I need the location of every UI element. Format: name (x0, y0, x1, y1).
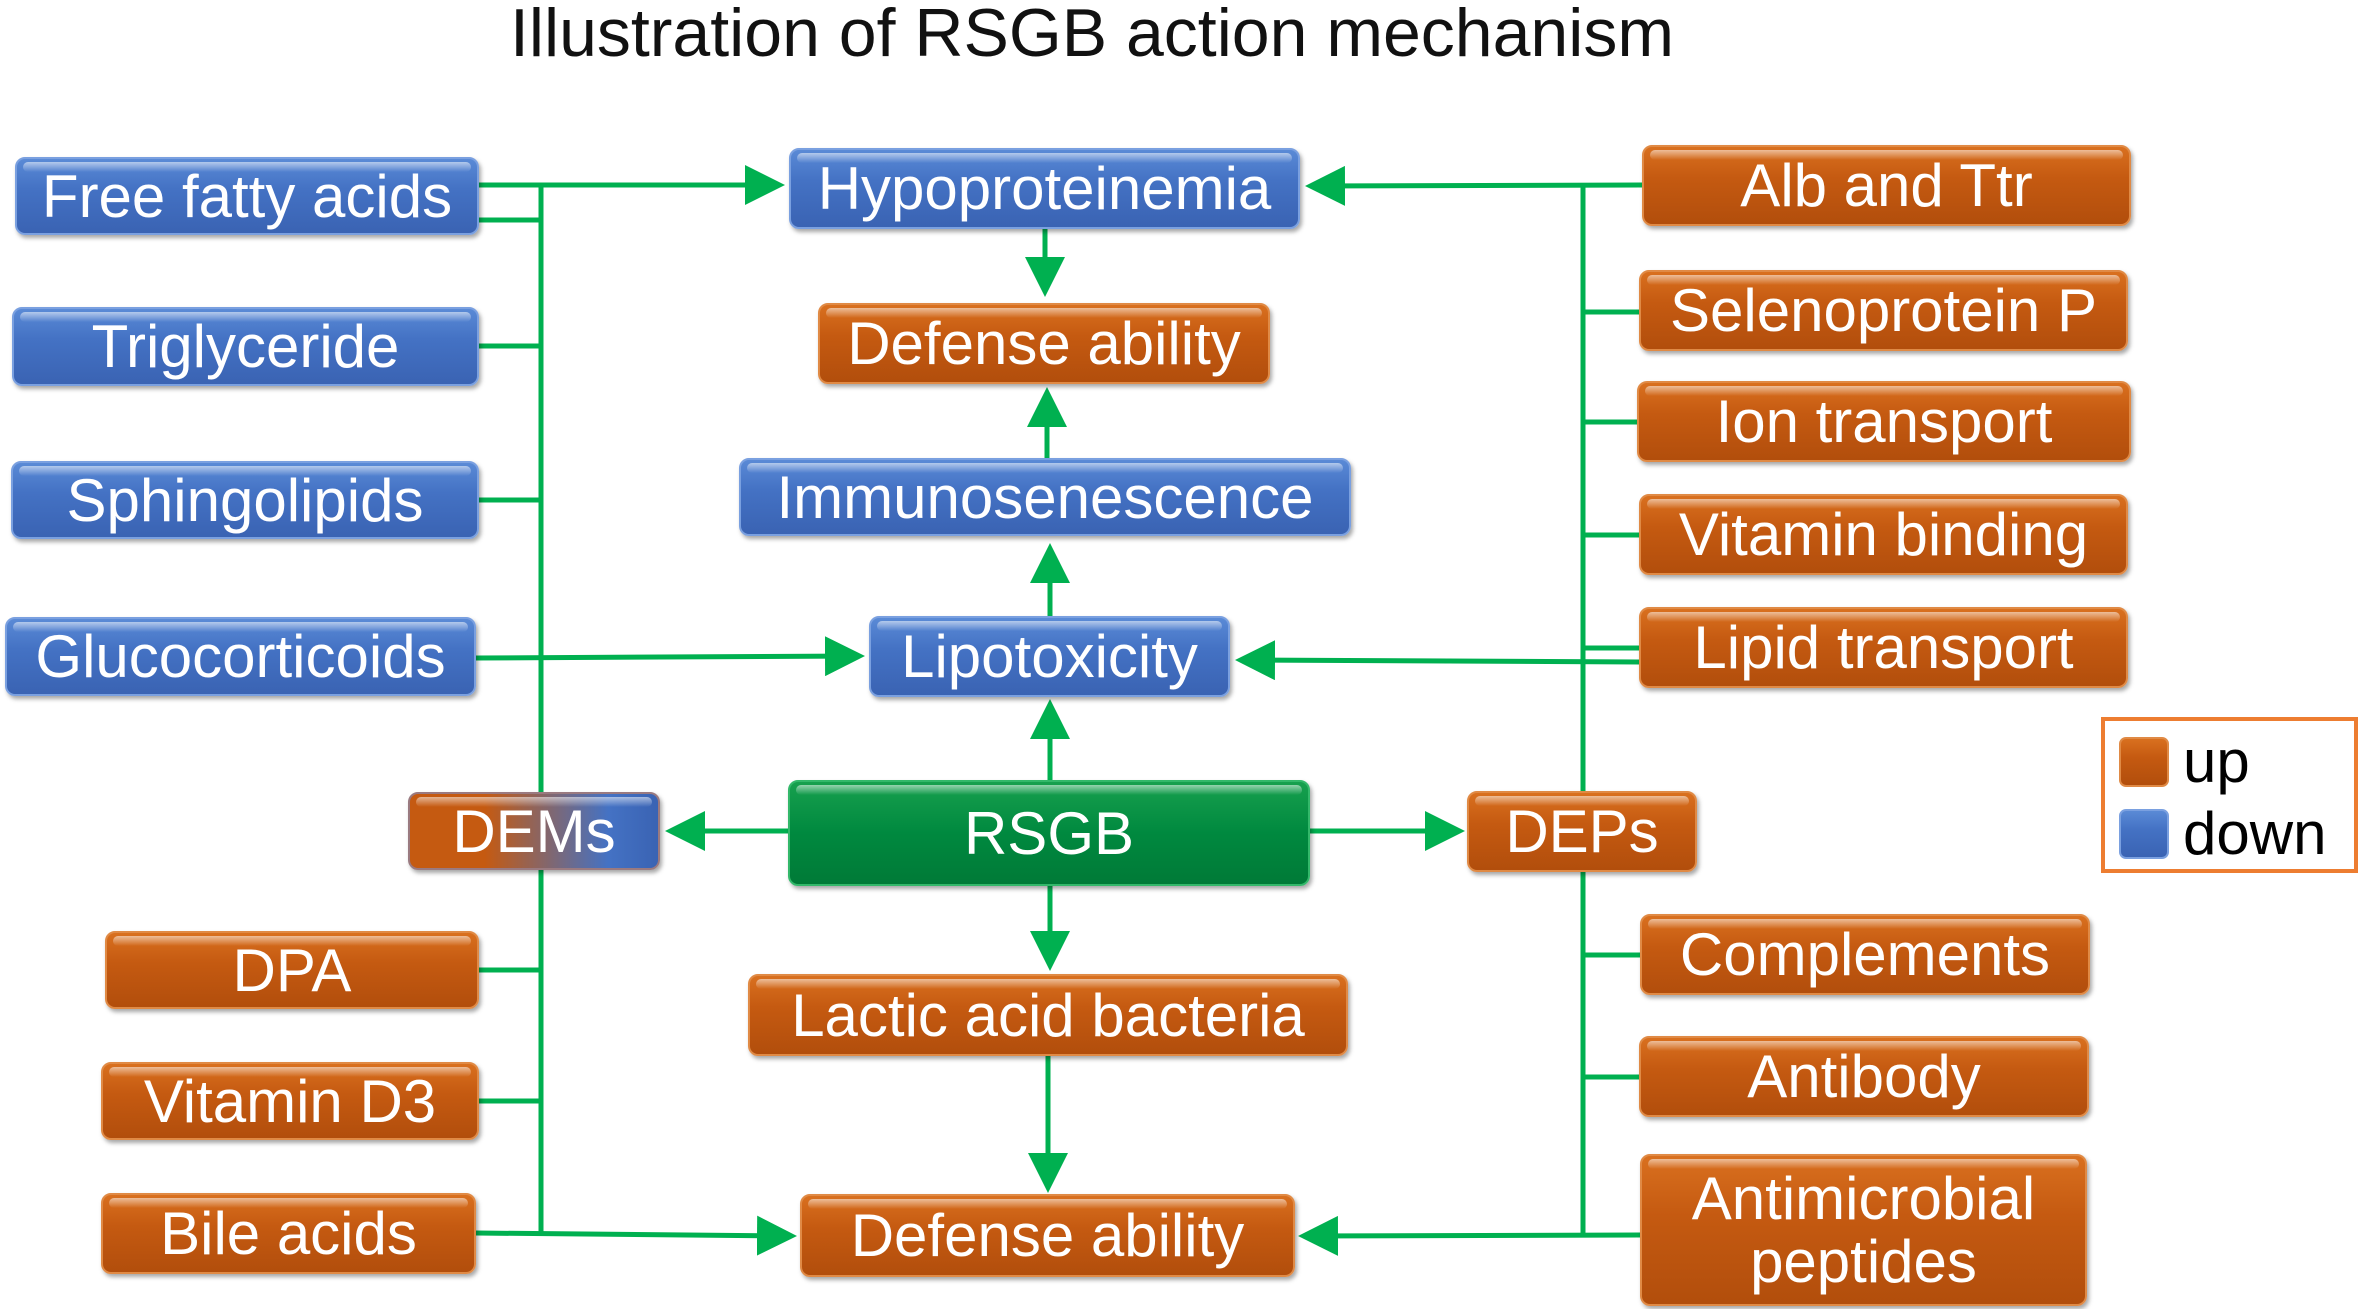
node-lactic-acid-bacteria: Lactic acid bacteria (748, 974, 1348, 1056)
node-rsgb: RSGB (788, 780, 1310, 886)
antimicrobial-line2: peptides (1750, 1228, 1977, 1295)
node-defense-ability-top: Defense ability (818, 303, 1270, 384)
alb-to-hypo-arrow (1305, 165, 1643, 206)
bile-to-defense-arrow (475, 1215, 797, 1256)
legend: up down (2101, 717, 2358, 873)
node-free-fatty-acids: Free fatty acids (15, 157, 479, 235)
node-selenoprotein-p: Selenoprotein P (1639, 270, 2128, 351)
node-dems: DEMs (408, 792, 660, 870)
node-glucocorticoids: Glucocorticoids (5, 617, 476, 696)
lipid-to-lipo-arrow (1235, 640, 1640, 681)
antimicrobial-line1: Antimicrobial (1691, 1165, 2036, 1232)
diagram-title: Illustration of RSGB action mechanism (509, 0, 1675, 71)
node-deps: DEPs (1467, 791, 1697, 872)
node-lipotoxicity: Lipotoxicity (869, 616, 1230, 697)
node-triglyceride: Triglyceride (12, 307, 479, 386)
legend-down-label: down (2183, 800, 2327, 867)
node-complements: Complements (1640, 914, 2090, 995)
node-bile-acids: Bile acids (101, 1193, 476, 1274)
node-antimicrobial-peptides: Antimicrobial peptides (1640, 1154, 2087, 1306)
node-alb-and-ttr: Alb and Ttr (1642, 145, 2131, 226)
amp-to-defense-arrow (1298, 1215, 1641, 1256)
gluco-to-lipo-arrow (475, 636, 865, 677)
legend-item-up: up (2119, 727, 2250, 796)
node-immunosenescence: Immunosenescence (739, 458, 1351, 536)
node-dpa: DPA (105, 931, 479, 1009)
node-antibody: Antibody (1639, 1036, 2089, 1117)
node-lipid-transport: Lipid transport (1639, 607, 2128, 688)
node-ion-transport: Ion transport (1637, 381, 2131, 462)
node-vitamin-binding: Vitamin binding (1639, 494, 2128, 575)
node-vitamin-d3: Vitamin D3 (101, 1062, 479, 1140)
down-swatch-icon (2119, 808, 2169, 859)
node-defense-ability-bottom: Defense ability (800, 1194, 1295, 1277)
legend-item-down: down (2119, 799, 2326, 868)
legend-up-label: up (2183, 728, 2250, 795)
up-swatch-icon (2119, 736, 2169, 787)
node-sphingolipids: Sphingolipids (11, 461, 479, 539)
node-hypoproteinemia: Hypoproteinemia (789, 148, 1300, 229)
